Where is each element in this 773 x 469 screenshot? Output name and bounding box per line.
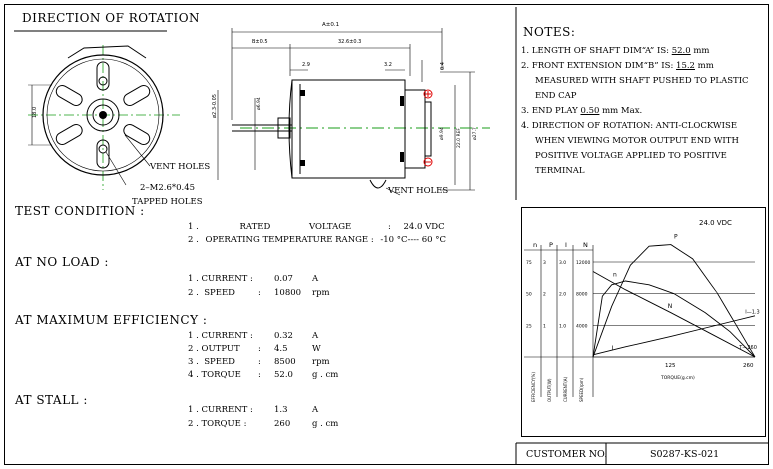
row-label-P-1: 2: [543, 292, 546, 298]
axis-title-3: SPEED(rpm): [579, 377, 584, 402]
front-view: 18.0: [28, 45, 180, 190]
x-tick-260: 260: [743, 363, 754, 369]
customer-no-label: CUSTOMER NO.: [526, 449, 608, 460]
max-eff-row-1: 1 . CURRENT : 0.32 A: [188, 331, 319, 341]
chart-frame: [521, 207, 766, 437]
series-label-p: P: [674, 234, 678, 241]
max-eff-row-4: 4 . TORQUE : 52.0 g . cm: [188, 370, 339, 380]
row-label-n-0: 75: [526, 260, 532, 266]
dim-0-4: 0.4: [440, 62, 446, 70]
drawing-title: DIRECTION OF ROTATION: [22, 11, 201, 25]
note-4-line-4: TERMINAL: [535, 166, 585, 176]
dim-shaft: ø2.3-0.05: [212, 94, 218, 118]
side-view: A±0.1 B±0.5 32.6±0.3 2.9 3.2 0.4 ø2.3-0.…: [212, 22, 490, 196]
note-1: 1. LENGTH OF SHAFT DIM“A” IS: 52.0 mm: [521, 46, 710, 56]
test-condition-heading: TEST CONDITION :: [15, 204, 145, 218]
dim-body-dia: ø27.7: [472, 127, 478, 140]
series-label-n: n: [613, 271, 617, 278]
series-line-I: [592, 315, 756, 356]
dim-b: B±0.5: [252, 39, 268, 45]
note-2: 2. FRONT EXTENSION DIM“B” IS: 15.2 mm: [521, 61, 714, 71]
notes-list: 1. LENGTH OF SHAFT DIM“A” IS: 52.0 mm 2.…: [521, 44, 749, 179]
axis-title-2: CURRENT(A): [563, 376, 568, 402]
note-3: 3. END PLAY 0.50 mm Max.: [521, 106, 643, 116]
note-2-line-2: MEASURED WITH SHAFT PUSHED TO PLASTIC: [535, 76, 749, 86]
chart-title: 24.0 VDC: [699, 219, 732, 227]
dim-ref: 22.0 REF: [456, 128, 462, 148]
series-label-n-speed: N: [668, 303, 673, 310]
dim-bushing: ø6.94: [256, 97, 262, 110]
dim-a: A±0.1: [322, 22, 339, 28]
series-line-N: [592, 271, 756, 358]
notes-heading: NOTES:: [523, 25, 576, 39]
tapped-holes-label: TAPPED HOLES: [132, 197, 203, 207]
row-label-P-0: 3: [543, 260, 546, 266]
max-eff-heading: AT MAXIMUM EFFICIENCY :: [15, 313, 208, 327]
row-label-P-2: 1: [543, 323, 546, 329]
no-load-row-1: 1 . CURRENT : 0.07 A: [188, 274, 319, 284]
front-vent-holes-label: VENT HOLES: [150, 162, 211, 172]
note-2-line-3: END CAP: [535, 91, 577, 101]
col-header-n-speed: N: [583, 241, 588, 249]
stall-heading: AT STALL :: [15, 393, 88, 407]
max-eff-row-3: 3 . SPEED : 8500 rpm: [188, 357, 330, 367]
screw-spec: 2–M2.6*0.45: [140, 183, 196, 193]
x-axis-label: TORQUE(g.cm): [660, 375, 695, 381]
row-label-I-2: 1.0: [559, 323, 566, 329]
tc-row-1: 1 . RATED VOLTAGE : 24.0 VDC: [188, 222, 445, 232]
row-label-I-1: 2.0: [559, 292, 566, 298]
dim-3-2: 3.2: [384, 62, 392, 68]
row-label-N-2: 4000: [576, 323, 588, 329]
series-line-n: [592, 280, 756, 358]
row-label-N-1: 8000: [576, 292, 588, 298]
note-4-line-3: POSITIVE VOLTAGE APPLIED TO POSITIVE: [535, 151, 727, 161]
col-header-p: P: [549, 241, 553, 249]
row-label-n-2: 25: [526, 323, 532, 329]
note-4: 4. DIRECTION OF ROTATION: ANTI-CLOCKWISE: [521, 121, 738, 131]
series-label-speed-end: T—260: [738, 345, 757, 351]
stall-row-1: 1 . CURRENT : 1.3 A: [188, 405, 319, 415]
side-vent-holes-label: VENT HOLES: [388, 186, 449, 196]
series-label-i: I: [612, 345, 614, 352]
row-label-I-0: 3.0: [559, 260, 566, 266]
row-label-N-0: 12000: [576, 260, 590, 266]
dim-body: 32.6±0.3: [338, 39, 361, 45]
tc-row-2: 2 . OPERATING TEMPERATURE RANGE : -10 °C…: [188, 235, 447, 245]
series-label-current-end: I—1.3: [745, 309, 759, 315]
dim-bushing2: ø9.94: [439, 127, 445, 140]
row-label-n-1: 50: [526, 292, 532, 298]
col-header-i: I: [565, 241, 567, 249]
axis-title-1: OUTPUT(W): [547, 378, 552, 402]
max-eff-row-2: 2 . OUTPUT : 4.5 W: [188, 344, 321, 354]
note-4-line-2: WHEN VIEWING MOTOR OUTPUT END WITH: [535, 136, 739, 146]
axis-title-0: EFFICIENCY(%): [531, 372, 536, 402]
no-load-row-2: 2 . SPEED : 10800 rpm: [188, 288, 330, 298]
dim-2-9: 2.9: [302, 62, 310, 68]
stall-row-2: 2 . TORQUE : 260 g . cm: [188, 419, 339, 429]
customer-no-value: S0287-KS-021: [650, 449, 720, 460]
performance-chart: 24.0 VDC n P I N 75 3 3.0 12000 50 2 2.0 8000 25…: [521, 207, 766, 437]
x-tick-125: 125: [665, 363, 676, 369]
series-line-P: [592, 244, 756, 358]
no-load-heading: AT NO LOAD :: [15, 255, 109, 269]
col-header-n: n: [533, 241, 537, 249]
front-dim-height: 18.0: [32, 107, 38, 118]
